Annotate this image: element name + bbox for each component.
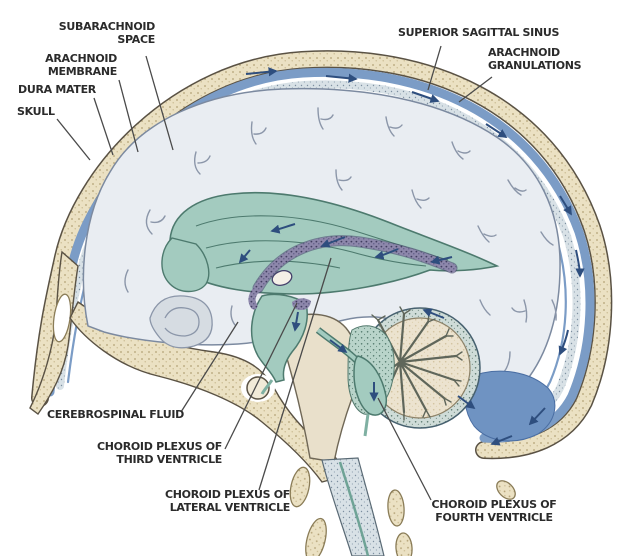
leader-choroid-fourth xyxy=(377,397,432,501)
cerebellum xyxy=(359,306,481,429)
leader-cerebrospinal-fluid xyxy=(180,321,239,413)
label-subarachnoid-space: SUBARACHNOID SPACE xyxy=(58,20,156,46)
vertebrae xyxy=(289,466,516,556)
label-choroid-plexus-fourth-ventricle: CHOROID PLEXUS OF FOURTH VENTRICLE xyxy=(431,498,557,524)
leader-choroid-lateral xyxy=(258,257,332,491)
leader-arachnoid-granulations xyxy=(458,76,493,103)
label-skull: SKULL xyxy=(17,105,55,118)
label-choroid-plexus-third-ventricle: CHOROID PLEXUS OF THIRD VENTRICLE xyxy=(96,440,222,466)
leader-lines xyxy=(56,45,493,501)
choroid-plexus xyxy=(248,235,458,310)
label-arachnoid-membrane: ARACHNOID MEMBRANE xyxy=(45,52,117,78)
leader-choroid-third xyxy=(224,302,298,450)
csf-flow-arrows xyxy=(238,67,585,446)
leader-dura-mater xyxy=(93,97,114,156)
label-cerebrospinal-fluid: CEREBROSPINAL FLUID xyxy=(47,408,184,421)
leader-arachnoid-membrane xyxy=(118,79,139,153)
choroid-plexus-third xyxy=(292,298,311,310)
label-dura-mater: DURA MATER xyxy=(18,83,96,96)
label-superior-sagittal-sinus: SUPERIOR SAGITTAL SINUS xyxy=(398,26,560,39)
frontal-sinus xyxy=(52,293,72,343)
interventricular-foramen xyxy=(271,270,293,286)
temporal-fold xyxy=(149,295,213,349)
label-arachnoid-granulations: ARACHNOID GRANULATIONS xyxy=(488,46,582,72)
sulci-lines xyxy=(124,107,557,373)
label-choroid-plexus-lateral-ventricle: CHOROID PLEXUS OF LATERAL VENTRICLE xyxy=(164,488,290,514)
anterior-horn xyxy=(161,237,210,293)
leader-superior-sagittal-sinus xyxy=(427,45,442,91)
leader-skull xyxy=(56,118,91,161)
leader-subarachnoid-space xyxy=(145,55,174,151)
